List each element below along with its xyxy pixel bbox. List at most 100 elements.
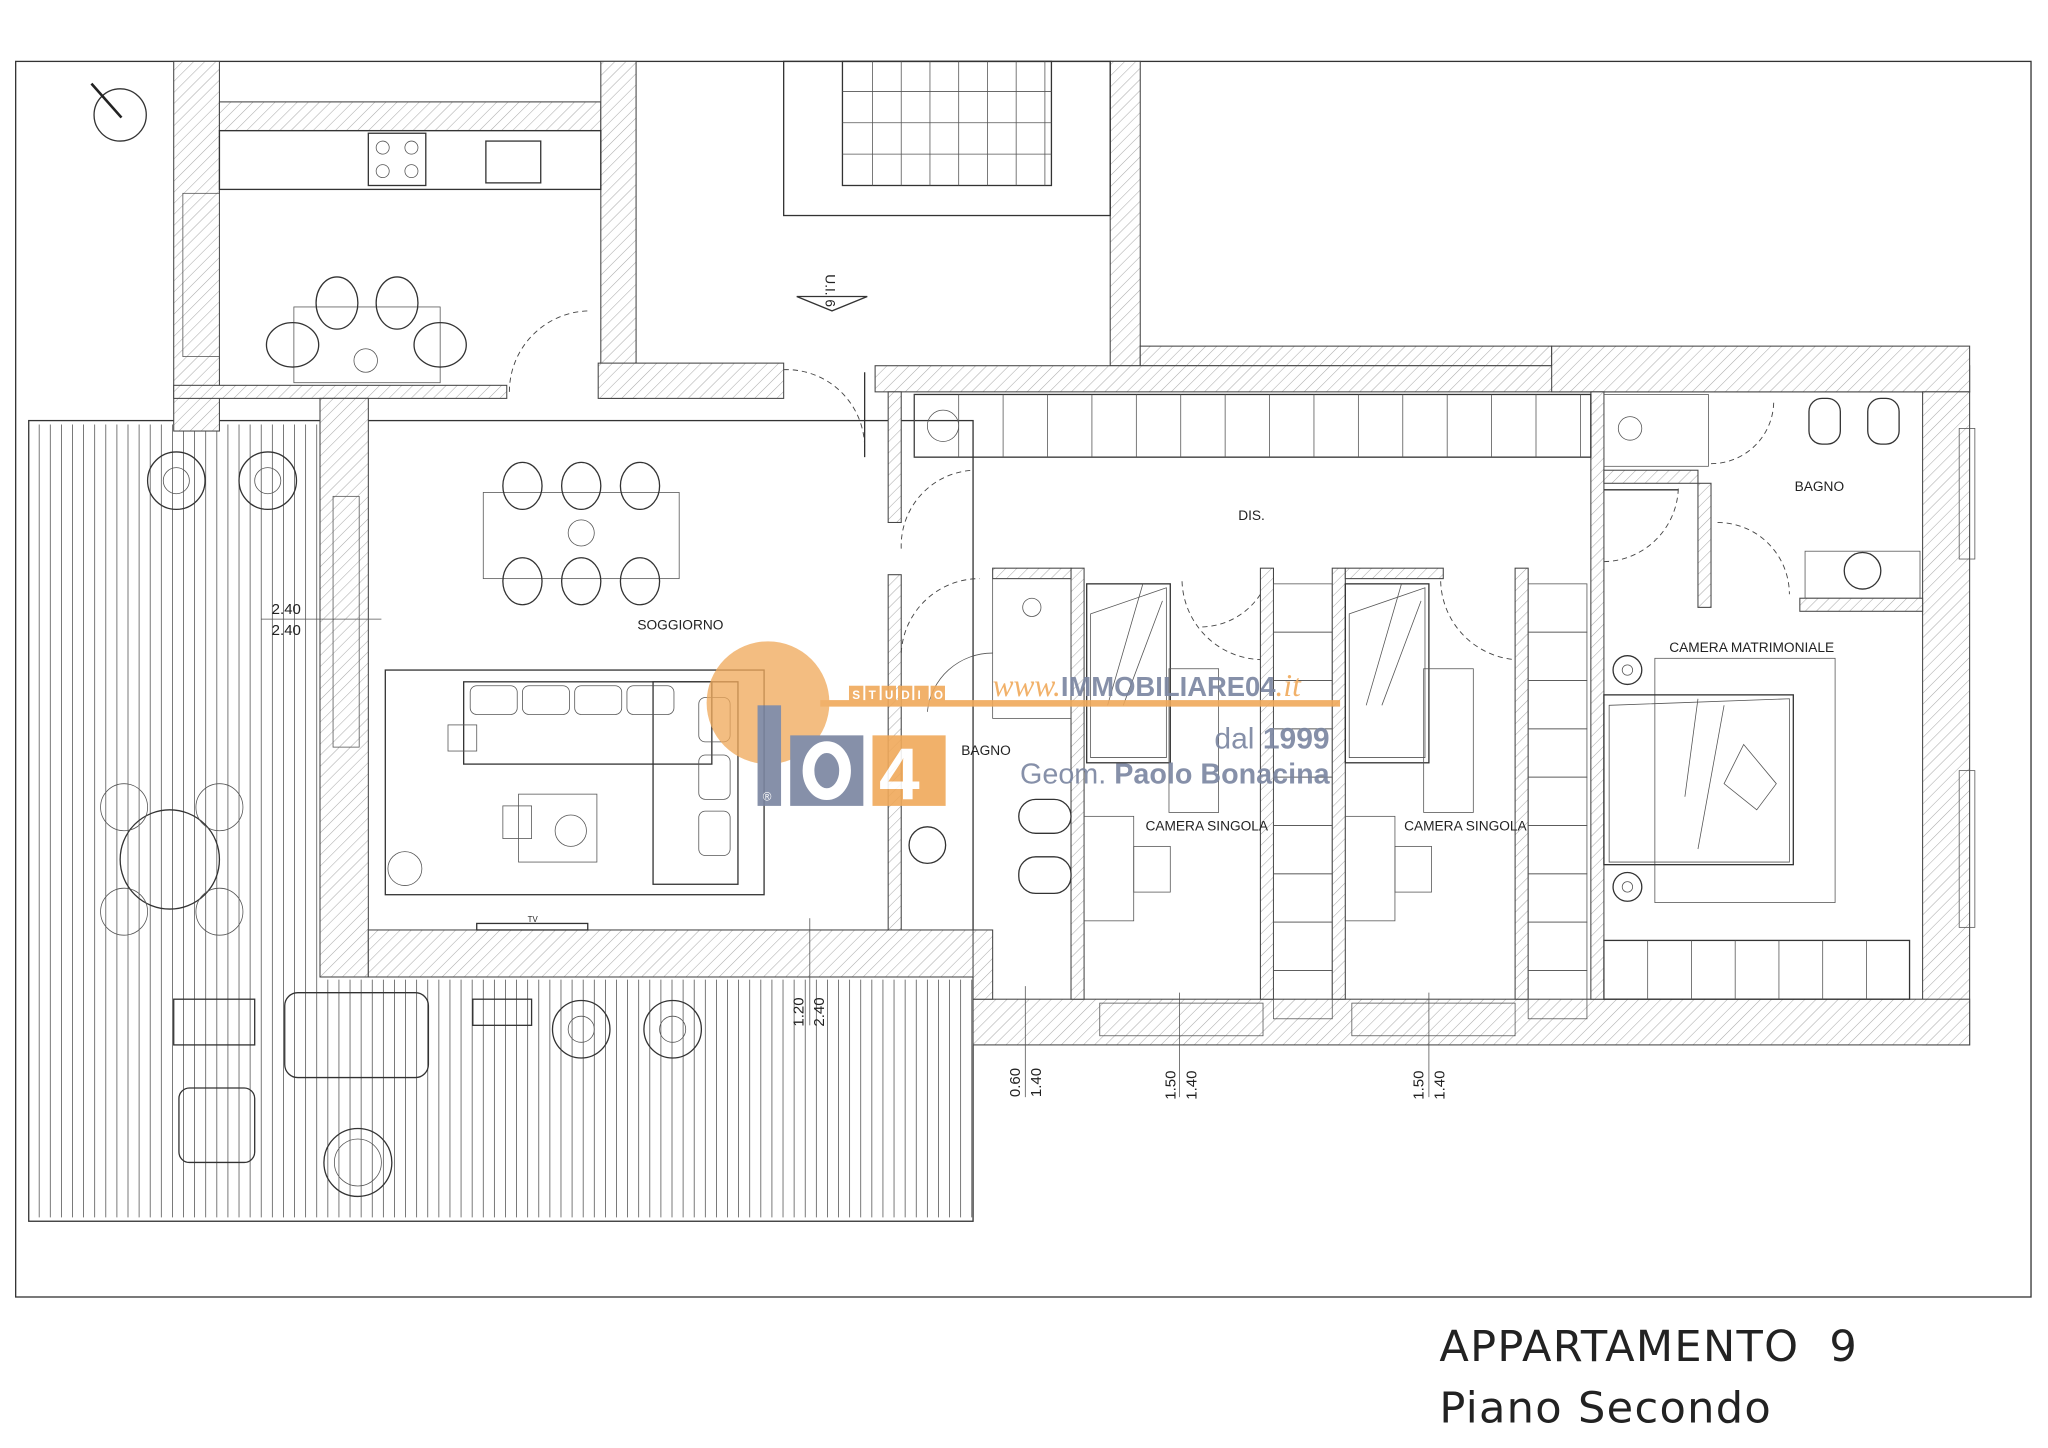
closet-module bbox=[1527, 825, 1588, 875]
sofa-cushion bbox=[469, 685, 518, 715]
dining-chair bbox=[502, 461, 543, 511]
closet-module bbox=[1527, 631, 1588, 681]
bathroom-1: BAGNO bbox=[900, 578, 1072, 895]
closet-module bbox=[1527, 680, 1588, 730]
dining-chair bbox=[560, 557, 602, 606]
single-room-1: CAMERA SINGOLA bbox=[1083, 581, 1269, 1037]
dimension-labels: 2.40 2.40 1.20 2.40 0.60 1.40 1.50 1.40 … bbox=[261, 601, 1449, 1100]
dining-chair bbox=[502, 557, 543, 606]
watermark-tld: .it bbox=[1276, 668, 1303, 703]
hall-wardrobe: DIS. bbox=[900, 393, 1679, 563]
studio-letter-box bbox=[914, 685, 929, 702]
svg-text:4: 4 bbox=[879, 734, 920, 815]
dim-living-window-b: 2.40 bbox=[272, 622, 301, 639]
closet-module bbox=[1273, 921, 1333, 971]
studio-letter: O bbox=[934, 689, 943, 702]
dim-bath-window-a: 0.60 bbox=[1007, 1068, 1024, 1097]
walls bbox=[173, 60, 1971, 1046]
living-room: TV SOGGIORNO bbox=[332, 369, 866, 931]
studio-letter-box bbox=[881, 685, 896, 702]
plant-icon bbox=[567, 1015, 595, 1043]
stairs: U.I. 6 bbox=[783, 60, 1111, 312]
sofa-cushion bbox=[626, 685, 675, 715]
terrace bbox=[28, 419, 974, 1222]
plant-icon bbox=[162, 467, 190, 495]
sofa-cushion bbox=[698, 810, 731, 856]
dining-chair bbox=[560, 461, 602, 511]
dim-single2-window-a: 1.50 bbox=[1411, 1071, 1428, 1100]
room-label-bath-1: BAGNO bbox=[961, 743, 1011, 758]
stair-label: U.I. 6 bbox=[822, 274, 837, 307]
watermark-name: Paolo Bonacina bbox=[1114, 759, 1330, 791]
svg-text:Geom. Paolo Bonacina: Geom. Paolo Bonacina bbox=[1020, 759, 1331, 791]
boiler-icon bbox=[926, 409, 960, 442]
room-label-hall: DIS. bbox=[1238, 508, 1265, 523]
dining-chair bbox=[619, 461, 661, 511]
plan-subtitle: Piano Secondo bbox=[1439, 1383, 1772, 1433]
dim-single1-window-b: 1.40 bbox=[1183, 1071, 1200, 1100]
double-bed bbox=[1603, 694, 1794, 866]
sofa-cushion bbox=[698, 754, 731, 800]
closets bbox=[1273, 583, 1588, 1020]
dim-terrace-door-a: 1.20 bbox=[790, 997, 807, 1026]
plant-icon bbox=[254, 467, 282, 495]
kitchen bbox=[182, 129, 602, 392]
master-bedroom: CAMERA MATRIMONIALE bbox=[1603, 428, 1976, 1000]
studio-letter: S bbox=[852, 689, 860, 702]
plant-icon bbox=[238, 451, 298, 511]
bathroom-2: BAGNO bbox=[1603, 394, 1921, 599]
dim-bath-window-b: 1.40 bbox=[1028, 1068, 1045, 1097]
watermark-year: 1999 bbox=[1263, 722, 1330, 755]
closet-module bbox=[1273, 970, 1333, 1020]
plant-icon bbox=[146, 451, 206, 511]
registered-mark: ® bbox=[763, 791, 772, 804]
single-room-2: CAMERA SINGOLA bbox=[1199, 581, 1528, 1037]
room-label-bath-2: BAGNO bbox=[1795, 479, 1845, 494]
sink-icon bbox=[485, 140, 542, 184]
dining-chair bbox=[619, 557, 661, 606]
plant-icon bbox=[643, 999, 703, 1059]
closet-module bbox=[1527, 583, 1588, 633]
dim-terrace-door-b: 2.40 bbox=[811, 997, 828, 1026]
plan-title: APPARTAMENTO 9 bbox=[1439, 1322, 1858, 1372]
studio-letter: U bbox=[885, 689, 894, 702]
sofa-cushion bbox=[522, 685, 570, 715]
studio-letter: I bbox=[918, 689, 921, 702]
closet-module bbox=[1527, 970, 1588, 1020]
plant-icon bbox=[659, 1015, 687, 1043]
svg-text:dal 1999: dal 1999 bbox=[1214, 722, 1329, 755]
closet-module bbox=[1273, 825, 1333, 875]
watermark-domain: IMMOBILIARE04 bbox=[1061, 671, 1276, 702]
studio-letter-box bbox=[865, 685, 880, 702]
dim-single2-window-b: 1.40 bbox=[1432, 1071, 1449, 1100]
room-label-single-1: CAMERA SINGOLA bbox=[1145, 819, 1268, 834]
svg-text:www.IMMOBILIARE04.it: www.IMMOBILIARE04.it bbox=[993, 668, 1302, 703]
studio-letter: D bbox=[901, 689, 910, 702]
closet-module bbox=[1273, 873, 1333, 923]
watermark-since: dal bbox=[1214, 722, 1262, 755]
closet-module bbox=[1273, 583, 1333, 633]
watermark-geom: Geom. bbox=[1020, 759, 1114, 791]
tv-label: TV bbox=[528, 915, 539, 924]
room-label-single-2: CAMERA SINGOLA bbox=[1404, 819, 1527, 834]
studio-letter-box bbox=[930, 685, 945, 702]
closet-module bbox=[1527, 921, 1588, 971]
closet-module bbox=[1527, 873, 1588, 923]
plant-icon bbox=[551, 999, 611, 1059]
studio-letter-box bbox=[848, 685, 864, 702]
closet-module bbox=[1527, 728, 1588, 778]
dim-single1-window-a: 1.50 bbox=[1163, 1071, 1180, 1100]
room-label-living: SOGGIORNO bbox=[637, 618, 723, 633]
studio-letter-box bbox=[897, 685, 913, 702]
closet-module bbox=[1527, 776, 1588, 826]
dim-living-window-a: 2.40 bbox=[272, 601, 301, 618]
cooktop-icon bbox=[367, 132, 427, 187]
terrace-furniture bbox=[100, 451, 703, 1198]
tv bbox=[476, 922, 589, 931]
north-arrow-icon bbox=[90, 82, 147, 142]
watermark-www: www. bbox=[993, 668, 1061, 703]
room-label-master: CAMERA MATRIMONIALE bbox=[1669, 640, 1834, 655]
sofa bbox=[463, 681, 713, 765]
